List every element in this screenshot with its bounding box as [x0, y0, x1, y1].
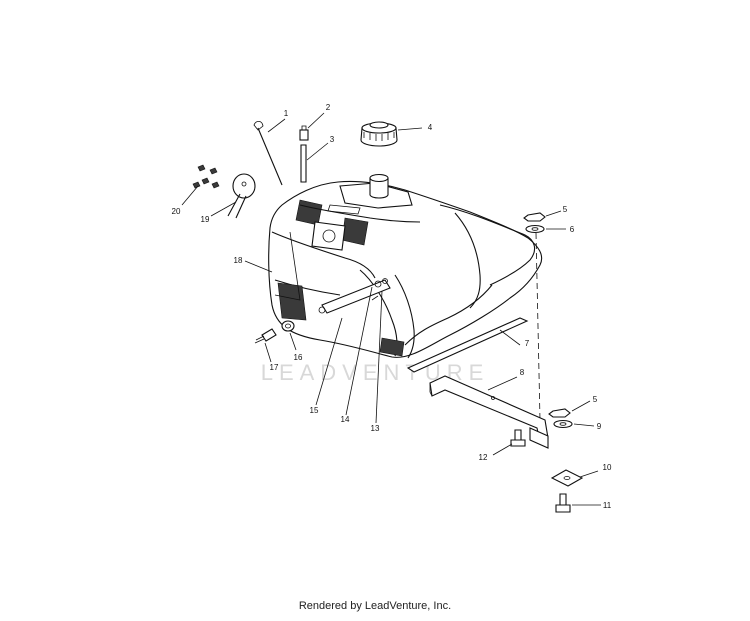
callout-11: 11 [603, 501, 612, 510]
part-17-petcock [254, 328, 277, 344]
callout-9: 9 [597, 422, 602, 431]
callout-6: 6 [570, 225, 575, 234]
callout-18: 18 [234, 256, 243, 265]
callout-19: 19 [201, 215, 210, 224]
callout-14: 14 [341, 415, 350, 424]
part-10-plate [550, 469, 584, 487]
part-20-screws [192, 164, 220, 189]
callout-5-lower: 5 [593, 395, 598, 404]
callout-4: 4 [428, 123, 433, 132]
part-5-nut-upper [523, 212, 546, 222]
part-19-sender-plate [227, 173, 256, 219]
fuel-tank [268, 173, 543, 359]
callout-8: 8 [520, 368, 525, 377]
callout-13: 13 [371, 424, 380, 433]
part-7-strip [406, 317, 529, 373]
callout-3: 3 [330, 135, 335, 144]
part-6-washer [525, 224, 545, 234]
callout-16: 16 [294, 353, 303, 362]
part-11-bolt [555, 493, 571, 513]
leader-lines [181, 112, 601, 506]
part-16-grommet [281, 320, 295, 332]
part-12-bolt [510, 429, 526, 447]
part-2-fitting [299, 125, 309, 141]
part-9-washer [553, 419, 573, 429]
callout-7: 7 [525, 339, 530, 348]
callout-5-upper: 5 [563, 205, 568, 214]
callout-15: 15 [310, 406, 319, 415]
footer-credit: Rendered by LeadVenture, Inc. [298, 600, 452, 612]
part-4-fuel-cap [360, 121, 398, 147]
callout-17: 17 [270, 363, 279, 372]
callout-2: 2 [326, 103, 331, 112]
part-8-bracket [429, 375, 549, 449]
part-3-tube [300, 144, 307, 183]
part-5-nut-lower [548, 408, 571, 418]
callout-12: 12 [479, 453, 488, 462]
callout-1: 1 [284, 109, 289, 118]
part-1-vent-line [253, 120, 283, 186]
callout-10: 10 [603, 463, 612, 472]
callout-20: 20 [172, 207, 181, 216]
alignment-line [535, 232, 541, 421]
